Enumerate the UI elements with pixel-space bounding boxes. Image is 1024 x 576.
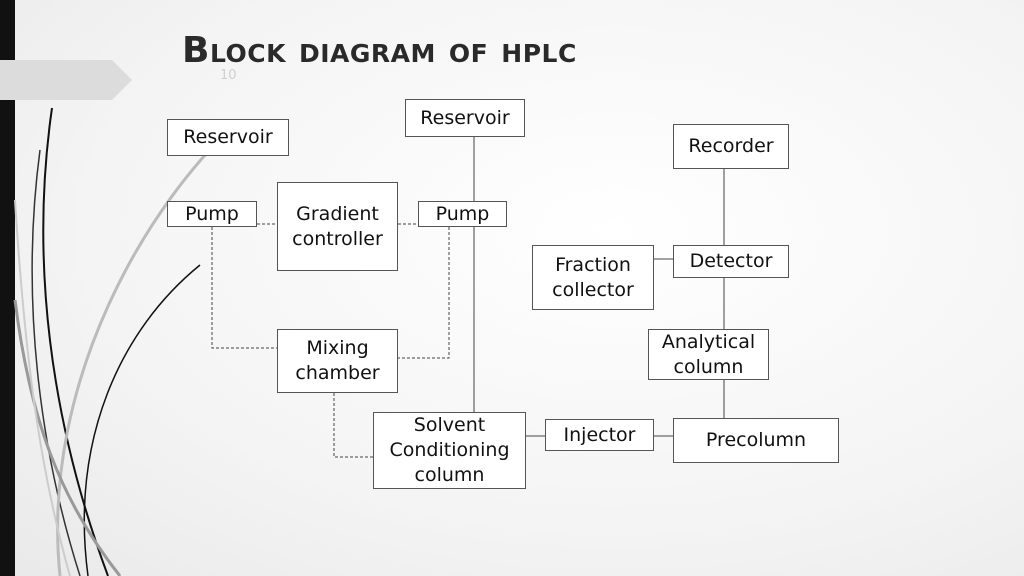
detector-block: Detector [673, 245, 789, 278]
mixing-chamber-block: Mixing chamber [277, 329, 398, 393]
left-accent-bar [0, 0, 15, 576]
injector-label: Injector [563, 423, 636, 446]
reservoir-top-label: Reservoir [420, 106, 510, 129]
solvent-conditioning-column-label: Solvent Conditioning column [389, 414, 510, 486]
analytical-column-label: Analytical column [661, 330, 756, 378]
fraction-collector-block: Fraction collector [532, 245, 654, 310]
mixing-chamber-label: Mixing chamber [295, 337, 380, 384]
pump-right-to-mixing-line [398, 227, 450, 359]
decorative-curves [13, 107, 241, 576]
title-tab-shape [0, 60, 132, 100]
reservoir-top-block: Reservoir [405, 99, 525, 137]
detector-label: Detector [689, 250, 773, 273]
precolumn-label: Precolumn [705, 429, 807, 452]
pump-left-label: Pump [185, 202, 239, 225]
mixing-to-solvent-line [333, 393, 373, 458]
recorder-block: Recorder [673, 124, 789, 169]
reservoir-left-block: Reservoir [167, 119, 289, 156]
injector-block: Injector [545, 419, 654, 451]
precolumn-block: Precolumn [673, 418, 839, 463]
recorder-label: Recorder [688, 135, 774, 158]
pump-right-block: Pump [418, 201, 507, 227]
gradient-controller-block: Gradient controller [277, 182, 398, 271]
pump-left-block: Pump [167, 201, 257, 227]
pump-left-to-mixing-line [211, 227, 277, 349]
reservoir-left-label: Reservoir [183, 126, 273, 149]
slide-number: 10 [220, 68, 237, 83]
pump-right-label: Pump [435, 202, 490, 225]
page-title: Block diagram of hplc [182, 30, 577, 71]
gradient-controller-label: Gradient controller [292, 202, 383, 250]
solvent-conditioning-column-block: Solvent Conditioning column [373, 412, 526, 489]
analytical-column-block: Analytical column [648, 329, 769, 380]
fraction-collector-label: Fraction collector [552, 253, 634, 301]
